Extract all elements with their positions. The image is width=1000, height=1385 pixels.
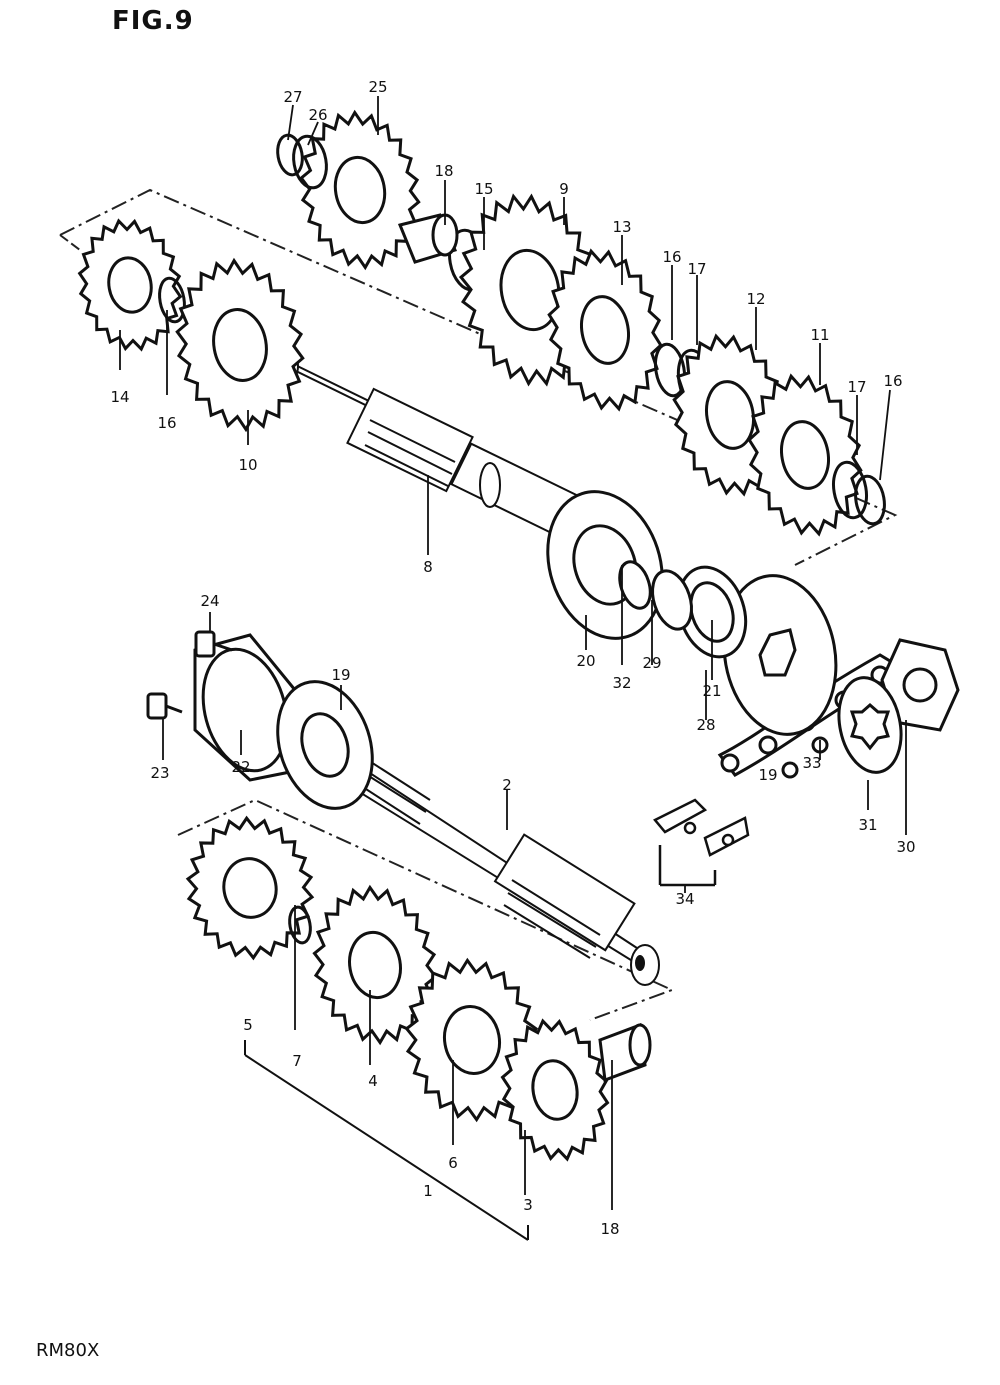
bolt-a <box>194 630 233 658</box>
part-number-label: 20 <box>576 652 595 670</box>
part-number-label: 21 <box>702 682 721 700</box>
part-number-label: 30 <box>896 838 915 856</box>
engine-sprocket <box>722 574 838 736</box>
master-link <box>653 798 750 887</box>
part-number-label: 14 <box>110 388 129 406</box>
circlip-7 <box>288 905 312 945</box>
part-number-label: 12 <box>746 290 765 308</box>
part-number-label: 34 <box>675 890 694 908</box>
model-code: RM80X <box>36 1340 100 1361</box>
part-number-label: 16 <box>157 414 176 432</box>
part-number-label: 13 <box>612 218 631 236</box>
part-number-label: 29 <box>642 654 661 672</box>
part-number-label: 16 <box>662 248 681 266</box>
countershaft-gear-11 <box>747 373 863 537</box>
washer-17b <box>832 460 868 520</box>
circlip-16a <box>158 276 186 324</box>
countershaft-gear-14 <box>77 218 183 352</box>
part-number-label: 31 <box>858 816 877 834</box>
needle-bearing-upper <box>397 213 459 264</box>
part-number-label: 27 <box>283 88 302 106</box>
driveshaft-gear-4 <box>312 884 438 1046</box>
driveshaft-gear-3 <box>500 1018 610 1162</box>
driveshaft-group-outline <box>177 798 675 1021</box>
lock-washer <box>837 676 903 774</box>
part-number-label: 9 <box>559 180 569 198</box>
part-number-label: 17 <box>847 378 866 396</box>
countershaft-gear-25 <box>299 109 421 271</box>
part-number-label: 33 <box>802 754 821 772</box>
circlip-16c <box>854 474 886 526</box>
part-number-label: 18 <box>434 162 453 180</box>
circlip-27 <box>276 133 304 177</box>
countershaft-gear-13 <box>547 248 663 412</box>
assembly-bracket <box>244 1040 529 1241</box>
part-number-label: 10 <box>238 456 257 474</box>
circlip-16b <box>653 342 687 398</box>
bolt-b <box>146 692 183 720</box>
part-number-label: 18 <box>600 1220 619 1238</box>
part-number-label: 7 <box>292 1052 302 1070</box>
part-number-label: 32 <box>612 674 631 692</box>
part-number-label: 19 <box>758 766 777 784</box>
part-number-label: 4 <box>368 1072 378 1090</box>
leader-lines <box>119 96 907 1210</box>
drive-shaft-bearing <box>276 680 374 810</box>
part-number-label: 3 <box>523 1196 533 1214</box>
part-number-label: 1 <box>423 1182 433 1200</box>
washer-26 <box>292 134 328 190</box>
part-number-label: 28 <box>696 716 715 734</box>
part-number-label: 26 <box>308 106 327 124</box>
part-number-label: 6 <box>448 1154 458 1172</box>
part-number-label: 24 <box>200 592 219 610</box>
part-number-label: 25 <box>368 78 387 96</box>
part-number-label: 8 <box>423 558 433 576</box>
part-number-label: 17 <box>687 260 706 278</box>
part-number-label: 19 <box>331 666 350 684</box>
part-number-label: 5 <box>243 1016 253 1034</box>
part-number-label: 16 <box>883 372 902 390</box>
figure-title: FIG.9 <box>112 6 194 36</box>
needle-bearing-lower <box>598 1022 652 1083</box>
driveshaft-gear-5 <box>185 815 315 961</box>
countershaft <box>281 351 601 543</box>
drive-sprocket-nut <box>880 638 960 732</box>
part-number-label: 11 <box>810 326 829 344</box>
oil-seal <box>618 560 748 659</box>
countershaft-outline-left <box>59 234 81 251</box>
part-number-label: 2 <box>502 776 512 794</box>
part-number-label: 15 <box>474 180 493 198</box>
part-number-label: 22 <box>231 758 250 776</box>
countershaft-gear-10 <box>175 257 305 433</box>
part-number-label: 23 <box>150 764 169 782</box>
